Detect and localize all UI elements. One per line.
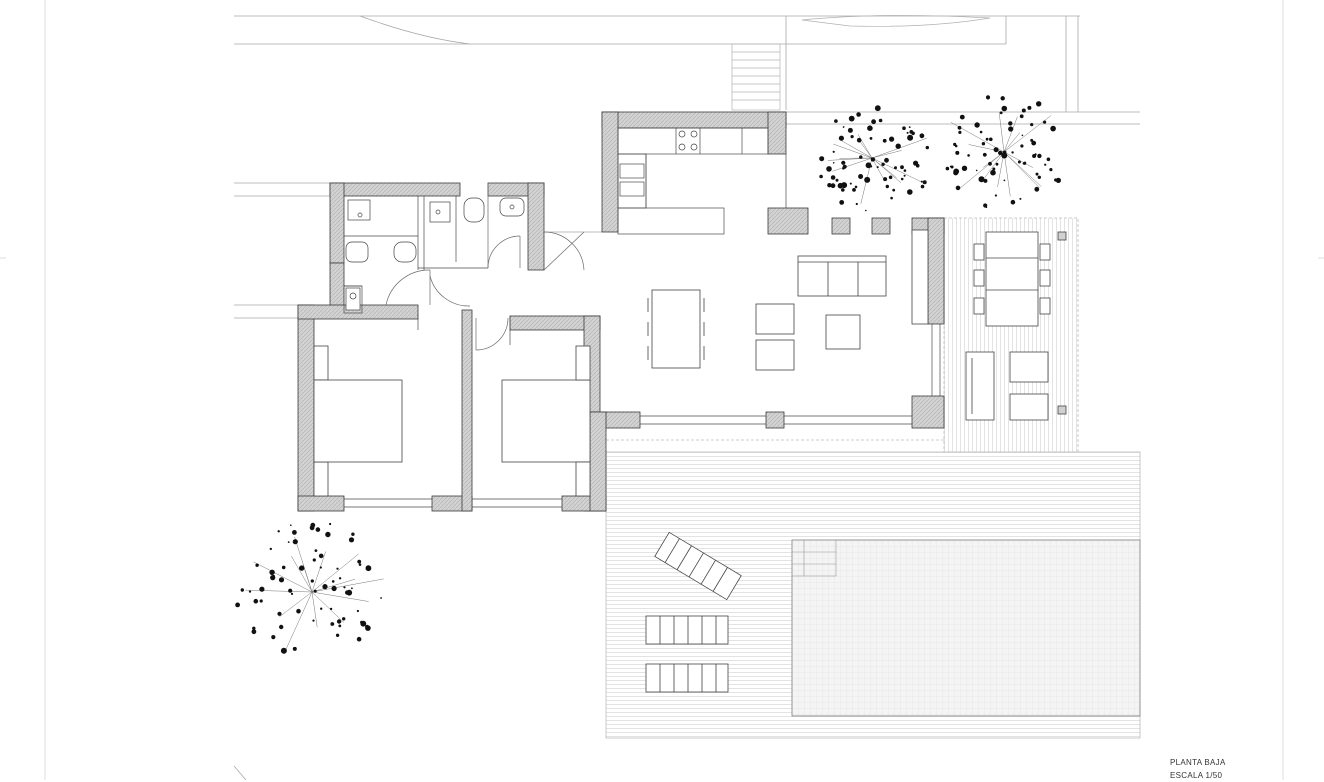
exterior-stairs — [732, 44, 780, 110]
living-furniture — [648, 230, 928, 370]
bathroom-fixtures — [346, 198, 524, 310]
plan-scale: ESCALA 1/50 — [1170, 769, 1290, 782]
swimming-pool — [792, 540, 1140, 716]
bedroom-furniture — [314, 346, 590, 496]
tree-symbol-1 — [819, 105, 929, 211]
plan-title: PLANTA BAJA — [1170, 756, 1290, 769]
tree-symbol-3 — [235, 523, 383, 654]
boat-outline — [802, 15, 990, 26]
cooktop — [679, 131, 697, 150]
title-block: PLANTA BAJA ESCALA 1/50 — [1170, 756, 1290, 780]
